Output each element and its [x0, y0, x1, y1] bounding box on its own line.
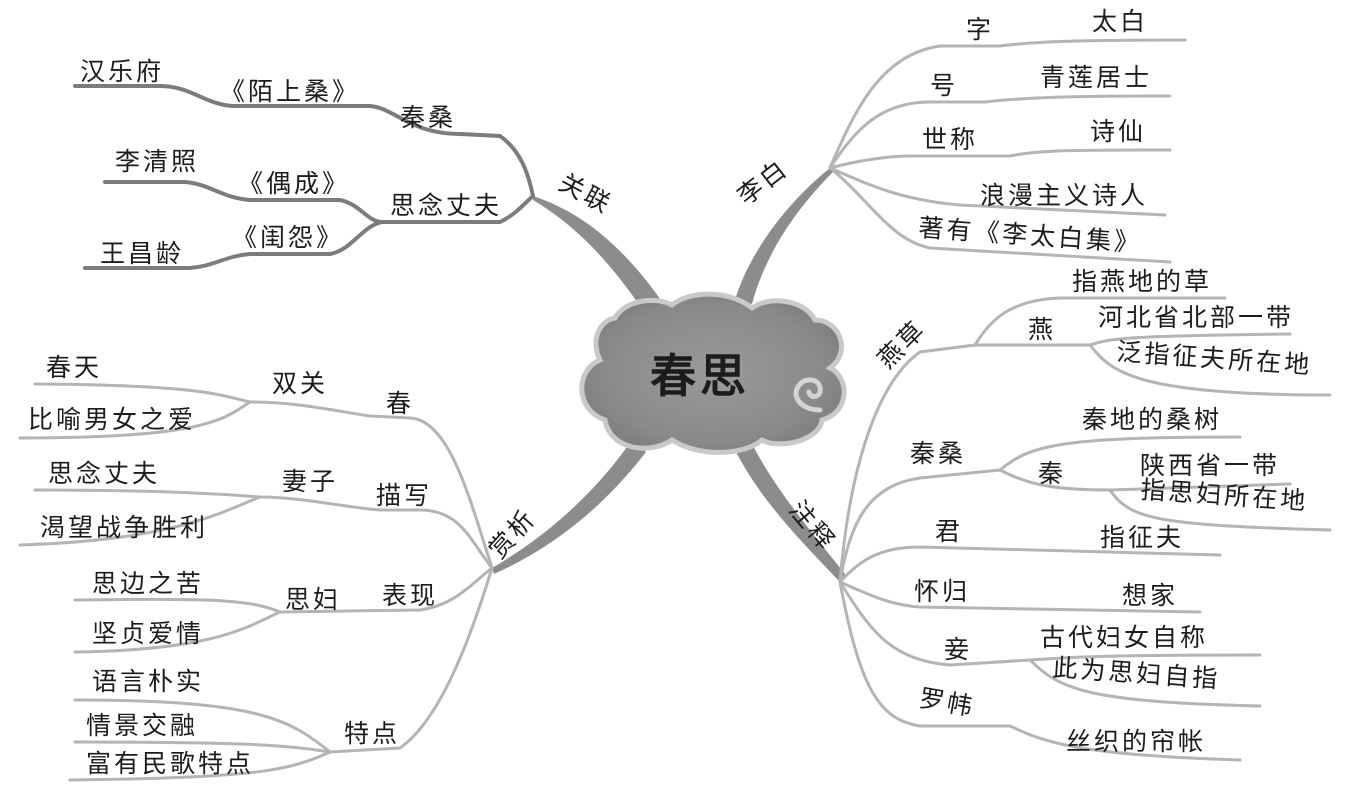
shangxi-tedian-label: 特点	[344, 719, 400, 748]
shangxi-miaoxie-sub: 妻子	[282, 467, 338, 496]
group-guanlian: 关联 秦桑 《陌上桑》 汉乐府 思念丈夫 《偶成》 李清照 《闺怨》 王昌龄	[80, 57, 617, 268]
shangxi-biaoxian-v2: 坚贞爱情	[92, 619, 204, 648]
shangxi-chun-label: 春	[386, 389, 414, 418]
guanlian-poem-guiyuan: 《闺怨》	[232, 223, 344, 252]
branch-shangxi-trunk	[492, 440, 646, 574]
zhushi-qie-label: 妾	[944, 635, 972, 664]
zhushi-luowei-value: 丝织的帘帐	[1066, 727, 1206, 756]
center-title: 春思	[650, 349, 750, 403]
guanlian-author-liqingzhao: 李清照	[115, 147, 199, 176]
zhushi-qinsang-v3: 指思妇所在地	[1140, 475, 1310, 516]
shangxi-biaoxian-sub: 思妇	[285, 585, 341, 614]
shangxi-miaoxie-v1: 思念丈夫	[48, 459, 160, 488]
guanlian-poem-oucheng: 《偶成》	[238, 169, 350, 198]
libai-poet: 浪漫主义诗人	[980, 181, 1148, 210]
zhushi-yancao-v1: 指燕地的草	[1072, 267, 1212, 296]
branch-label-shangxi: 赏析	[483, 503, 542, 564]
zhushi-yancao-v3: 泛指征夫所在地	[1116, 337, 1314, 380]
libai-shicheng-value: 诗仙	[1090, 117, 1146, 146]
zhushi-yancao-label: 燕草	[872, 314, 932, 374]
shangxi-tedian-v3: 富有民歌特点	[86, 749, 254, 778]
center-cloud: 春思	[582, 294, 844, 452]
libai-zi-label: 字	[966, 15, 994, 44]
libai-hao-label: 号	[930, 71, 958, 100]
shangxi-tedian-v1: 语言朴实	[92, 667, 204, 696]
shangxi-miaoxie-v2: 渴望战争胜利	[40, 513, 208, 542]
zhushi-huaigui-value: 想家	[1122, 581, 1178, 610]
zhushi-yancao-v2: 河北省北部一带	[1098, 303, 1294, 332]
zhushi-qin-label: 秦	[1038, 459, 1066, 488]
zhushi-jun-value: 指征夫	[1100, 523, 1184, 552]
libai-hao-value: 青莲居士	[1040, 63, 1152, 92]
shangxi-biaoxian-v1: 思边之苦	[92, 569, 204, 598]
zhushi-qinsang-v1: 秦地的桑树	[1082, 405, 1222, 434]
zhushi-qie-v1: 古代妇女自称	[1040, 623, 1208, 652]
branch-label-libai: 李白	[732, 153, 794, 210]
zhushi-yan-label: 燕	[1028, 315, 1056, 344]
zhushi-huaigui-label: 怀归	[914, 577, 970, 606]
zhushi-jun-label: 君	[935, 517, 963, 546]
shangxi-chun-v1: 春天	[46, 353, 102, 382]
guanlian-sinian-label: 思念丈夫	[390, 191, 502, 220]
guanlian-source-hanyuefu: 汉乐府	[80, 57, 164, 86]
zhushi-qinsang-label: 秦桑	[910, 439, 966, 468]
shangxi-chun-sub: 双关	[272, 369, 328, 398]
guanlian-poem-moshangsang: 《陌上桑》	[220, 77, 360, 106]
zhushi-luowei-label: 罗帏	[917, 683, 977, 721]
libai-zi-value: 太白	[1092, 7, 1148, 36]
guanlian-author-wangchangling: 王昌龄	[100, 239, 184, 268]
shangxi-miaoxie-label: 描写	[376, 481, 432, 510]
libai-works: 著有《李太白集》	[918, 213, 1143, 258]
shangxi-tedian-v2: 情景交融	[86, 711, 198, 740]
shangxi-biaoxian-label: 表现	[382, 581, 438, 610]
shangxi-chun-v2: 比喻男女之爱	[28, 405, 196, 434]
guanlian-qinsang-label: 秦桑	[400, 103, 456, 132]
libai-shicheng-label: 世称	[922, 125, 978, 154]
group-shangxi: 赏析 春 双关 春天 比喻男女之爱 描写 妻子 思念丈夫 渴望战争胜利 表现 思…	[28, 353, 542, 778]
